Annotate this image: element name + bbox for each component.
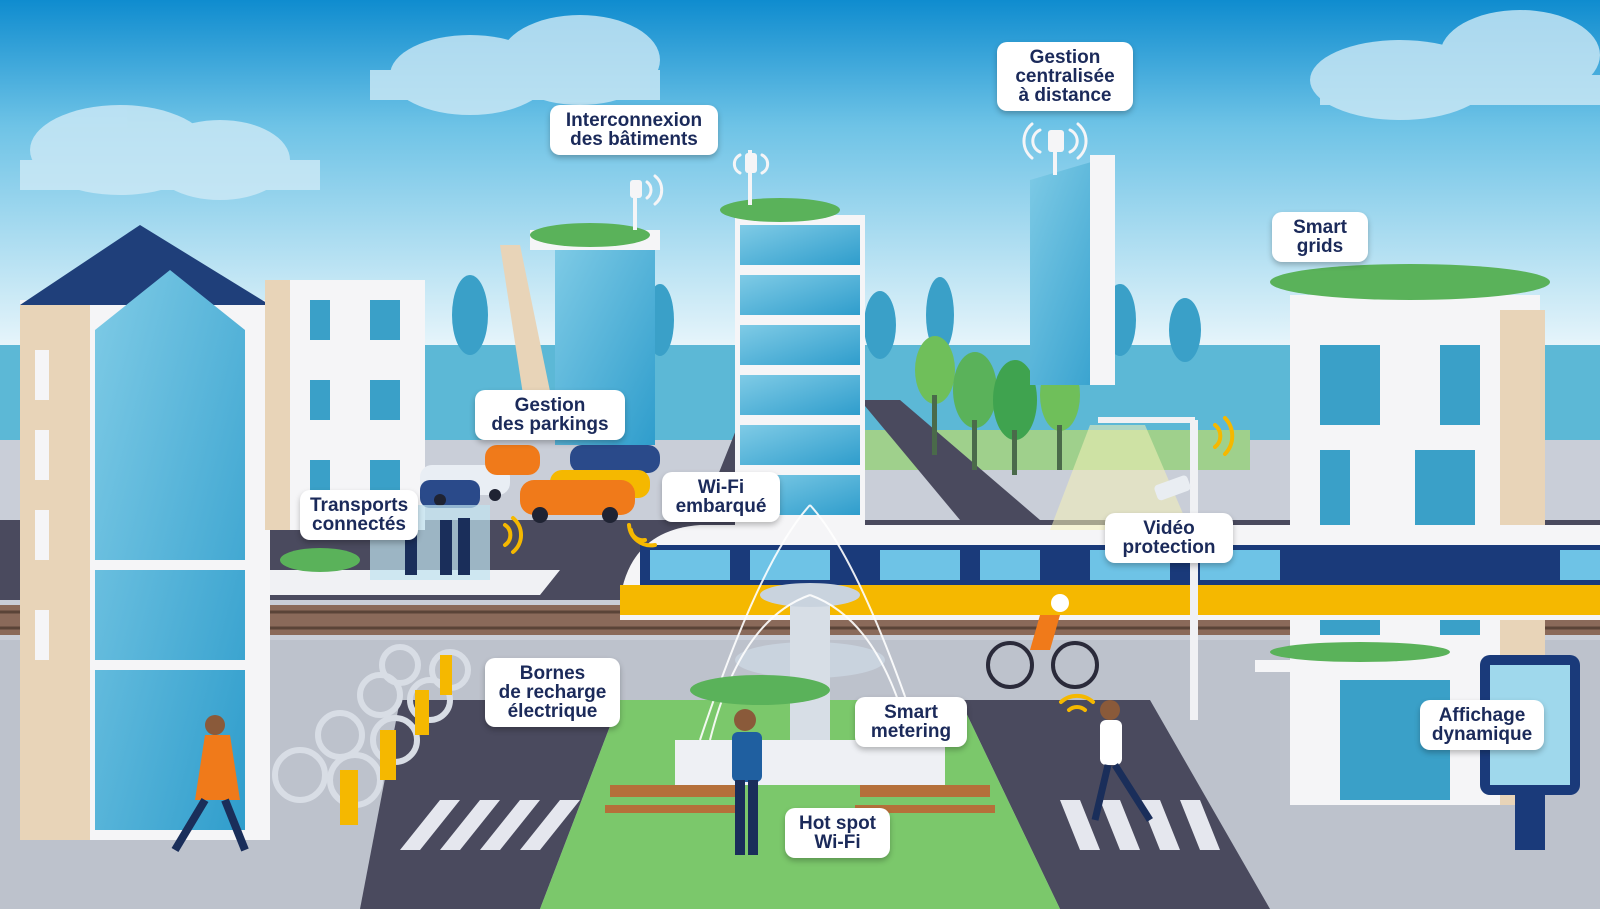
streetlight-icon xyxy=(1050,417,1198,720)
wavy-tower xyxy=(720,150,865,525)
crosswalk-right xyxy=(1060,800,1220,850)
glass-house xyxy=(20,225,270,840)
parked-cars xyxy=(420,445,660,523)
bike-sharing-station xyxy=(272,644,471,825)
woman-with-phone xyxy=(1091,700,1153,822)
fountain xyxy=(675,504,945,785)
control-tower xyxy=(1030,130,1115,385)
apartment-left xyxy=(265,280,425,530)
wifi-signal-icon xyxy=(645,122,1088,206)
clouds xyxy=(20,10,1600,200)
benches xyxy=(605,785,995,813)
man-with-phone xyxy=(732,709,762,855)
antenna-icon xyxy=(630,130,1064,198)
cyclist xyxy=(986,594,1099,689)
tram-stop xyxy=(270,505,560,595)
pedestrian-woman-left xyxy=(171,715,249,853)
wifi-signal-icon xyxy=(503,416,1235,712)
camera-icon xyxy=(1154,475,1191,501)
crosswalk-left xyxy=(400,800,580,850)
